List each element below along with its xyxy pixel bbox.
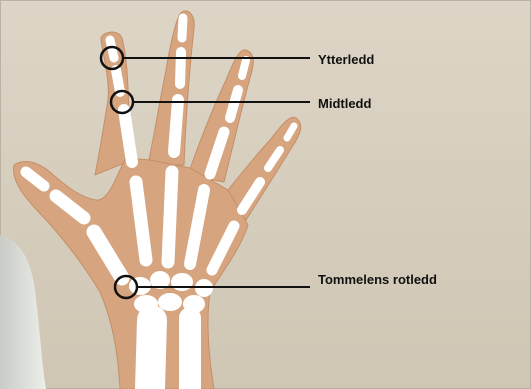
index-middle [116, 70, 120, 92]
middle-middle [180, 52, 181, 84]
tommelens-rotledd-label: Tommelens rotledd [318, 272, 437, 288]
middle-metacarpal [168, 172, 172, 262]
ring-distal [242, 60, 246, 76]
radius-bone [150, 320, 152, 389]
midtledd-label: Midtledd [318, 96, 371, 112]
ytterledd-label: Ytterledd [318, 52, 374, 68]
index-distal [110, 40, 114, 58]
middle-proximal [174, 100, 178, 152]
middle-distal [182, 18, 183, 38]
index-proximal [124, 110, 132, 162]
